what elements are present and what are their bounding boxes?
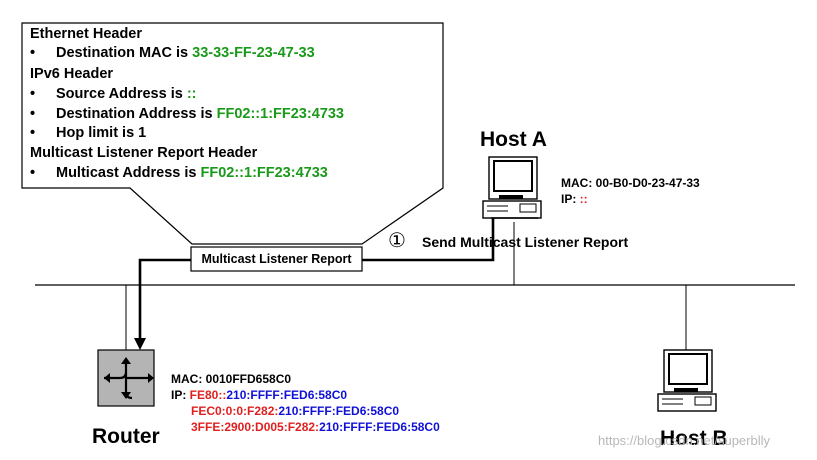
mcast-addr-value: FF02::1:FF23:4733 [200, 165, 328, 181]
mlr-header-heading: Multicast Listener Report Header [30, 145, 258, 161]
mcast-addr-label: Multicast Address is [56, 165, 201, 181]
router-title: Router [92, 425, 160, 448]
bullet: • [30, 86, 36, 102]
arrow-head [134, 338, 146, 350]
ethernet-header-heading: Ethernet Header [30, 26, 143, 42]
router-ip1-prefix: FE80:: [189, 388, 227, 402]
router-mac: MAC: 0010FFD658C0 [171, 372, 292, 386]
watermark: https://blog.csdn.net/superblly [598, 433, 770, 448]
host-a-mac: MAC: 00-B0-D0-23-47-33 [561, 176, 700, 190]
router-ip3-suffix: 210:FFFF:FED6:58C0 [319, 420, 440, 434]
src-addr-label: Source Address is [56, 86, 187, 102]
router-ip-label: IP: [171, 388, 190, 402]
router-ip2-prefix: FEC0:0:0:F282: [191, 404, 279, 418]
host-b-title: Host B [660, 427, 728, 450]
dest-addr-label: Destination Address is [56, 106, 217, 122]
mcast-addr-item: • Multicast Address is FF02::1:FF23:4733 [30, 165, 328, 181]
dest-mac-label: Destination MAC is [56, 45, 193, 61]
packet-label: Multicast Listener Report [201, 252, 352, 266]
router-icon [97, 349, 155, 407]
ipv6-header-heading: IPv6 Header [30, 66, 114, 82]
step-number-icon: ① [388, 228, 406, 252]
src-addr-value: :: [186, 86, 197, 102]
src-addr-item: • Source Address is :: [30, 86, 197, 102]
router-ip-line-1: IP: FE80::210:FFFF:FED6:58C0 [171, 388, 347, 402]
computer-icon-host-a [482, 156, 542, 219]
router-ip1-suffix: 210:FFFF:FED6:58C0 [226, 388, 348, 402]
host-a-ip-value: :: [579, 192, 588, 206]
bullet: • [30, 106, 36, 122]
computer-icon-host-b [657, 349, 717, 412]
step-label: Send Multicast Listener Report [422, 234, 629, 250]
packet-flow-path-to-router [138, 258, 191, 340]
hop-limit-text: Hop limit is 1 [56, 125, 147, 141]
packet-flow-path [362, 204, 495, 262]
host-a-title: Host A [480, 128, 547, 151]
dest-addr-item: • Destination Address is FF02::1:FF23:473… [30, 106, 344, 122]
dest-mac-value: 33-33-FF-23-47-33 [192, 45, 315, 61]
dest-addr-value: FF02::1:FF23:4733 [216, 106, 344, 122]
packet-label-box [190, 246, 363, 272]
router-ip-line-2: FEC0:0:0:F282:210:FFFF:FED6:58C0 [191, 404, 399, 418]
router-ip3-prefix: 3FFE:2900:D005:F282: [191, 420, 320, 434]
router-ip-line-3: 3FFE:2900:D005:F282:210:FFFF:FED6:58C0 [191, 420, 440, 434]
hop-limit-item: • Hop limit is 1 [30, 125, 146, 141]
router-ip2-suffix: 210:FFFF:FED6:58C0 [278, 404, 400, 418]
dest-mac-item: • Destination MAC is 33-33-FF-23-47-33 [30, 45, 315, 61]
callout-balloon [21, 22, 444, 245]
bullet: • [30, 125, 36, 141]
host-a-ip: IP: :: [561, 192, 588, 206]
bullet: • [30, 45, 36, 61]
bullet: • [30, 165, 36, 181]
host-a-ip-label: IP: [561, 192, 580, 206]
